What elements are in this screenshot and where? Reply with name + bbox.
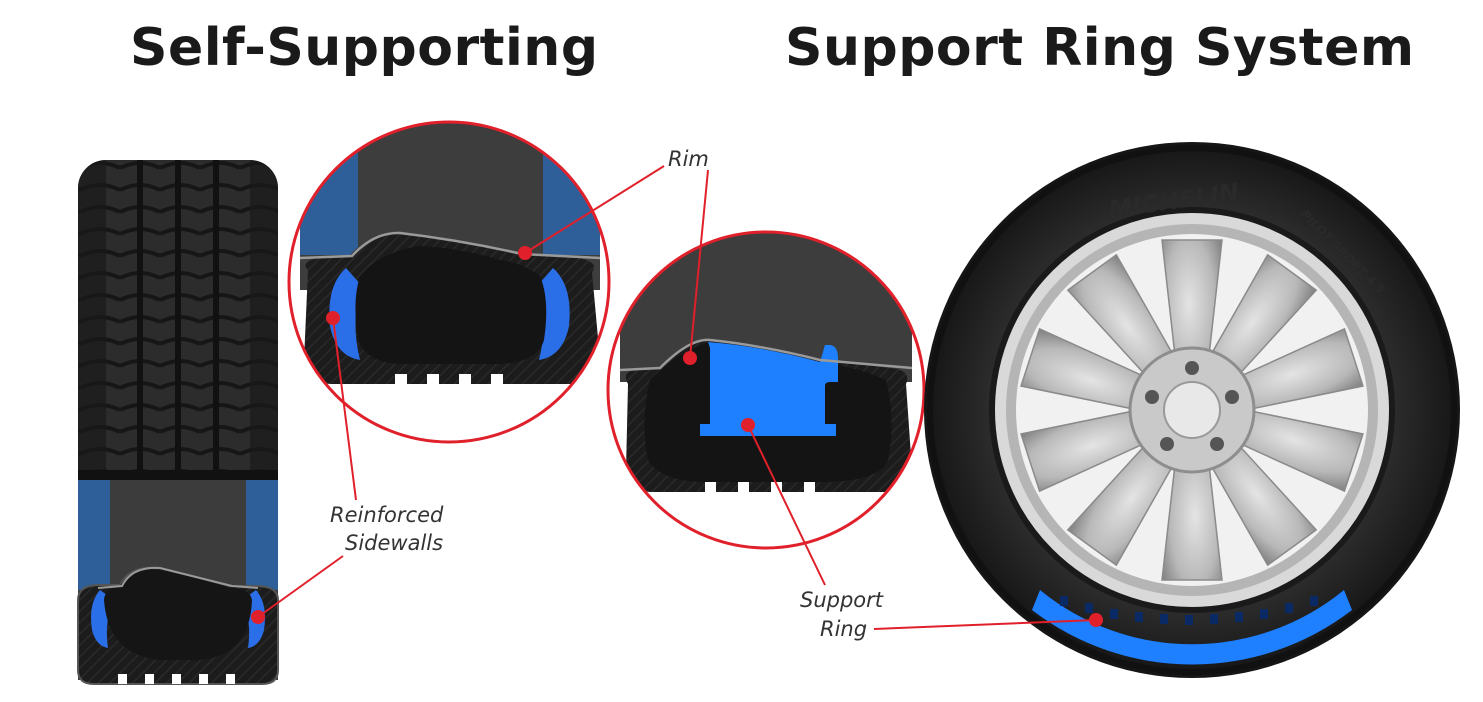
lug-nuts bbox=[1145, 361, 1239, 451]
label-support-line2: Ring bbox=[820, 617, 867, 641]
zoom-circle-self-supporting bbox=[287, 120, 611, 444]
callout-reinforced-sidewalls: Reinforced Sidewalls bbox=[251, 311, 444, 624]
callout-support-ring: Support Ring bbox=[741, 418, 1103, 641]
support-ring-band bbox=[1032, 590, 1352, 665]
tire-tread-view bbox=[77, 160, 279, 685]
title-support-ring-system: Support Ring System bbox=[785, 18, 1415, 78]
label-reinforced-line2: Sidewalls bbox=[345, 531, 443, 555]
callout-rim: Rim bbox=[518, 147, 709, 365]
label-reinforced-line1: Reinforced bbox=[330, 503, 444, 527]
zoom-circle-support-ring bbox=[606, 230, 926, 550]
label-rim: Rim bbox=[668, 147, 709, 171]
wheel-side-view: MICHELIN PILOT SPORT 4 S bbox=[924, 142, 1460, 678]
title-self-supporting: Self-Supporting bbox=[130, 18, 599, 78]
cross-section-self-supporting-small bbox=[77, 480, 279, 685]
label-support-line1: Support bbox=[800, 588, 884, 612]
